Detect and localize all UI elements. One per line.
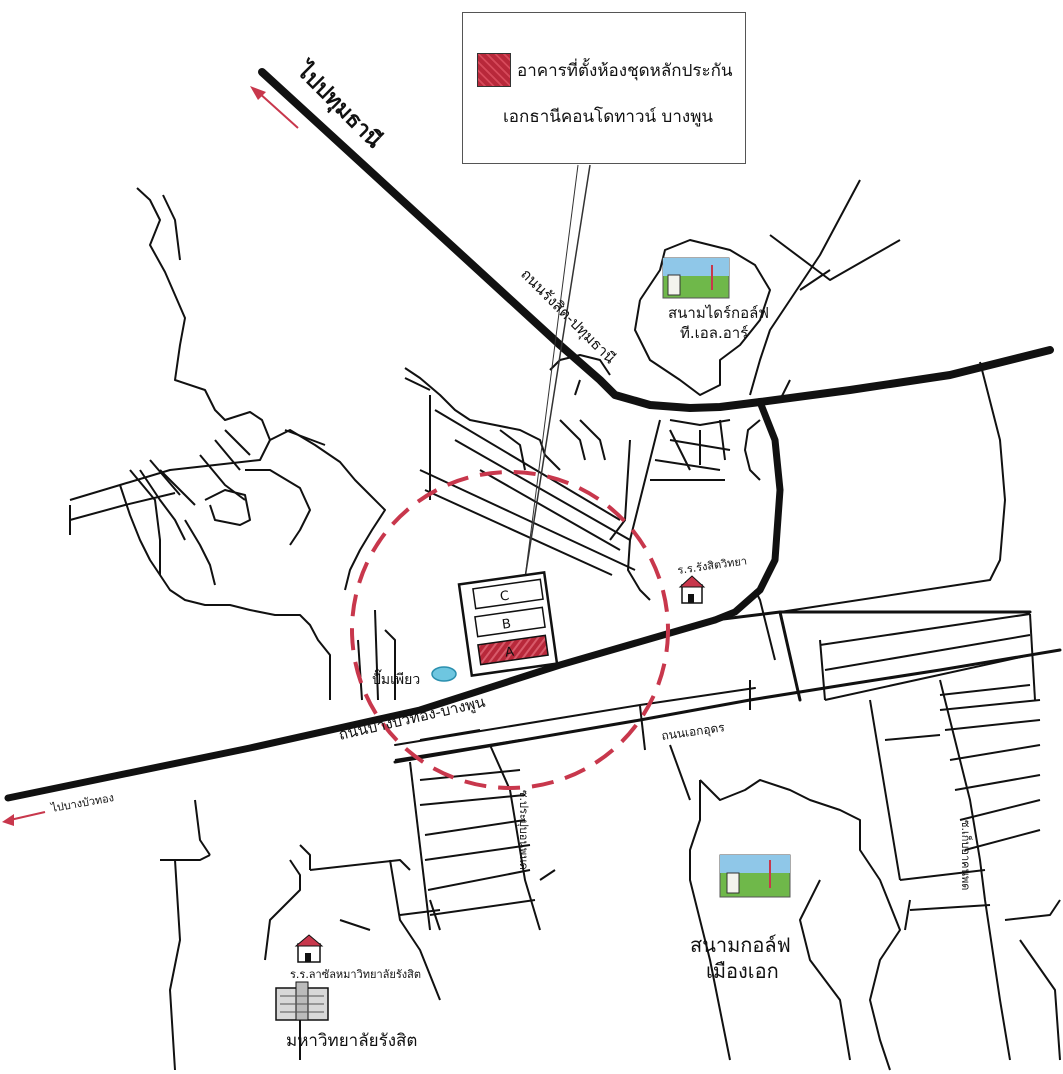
label-rangsit-university: มหาวิทยาลัยรังสิต bbox=[286, 1031, 417, 1051]
building-b-label: B bbox=[501, 617, 512, 633]
legend-swatch bbox=[477, 53, 511, 87]
label-side-road-right: ซ.เก็บอาคนพด bbox=[959, 820, 973, 890]
school-icon bbox=[678, 575, 706, 604]
minor-streets bbox=[69, 179, 1061, 1071]
label-bang-bua-thong-bang-phun-road: ถนนบางบัวทอง-บางพูน bbox=[337, 693, 487, 744]
label-tlr-golf-2: ที.เอล.อาร์ bbox=[680, 324, 748, 342]
road-side-main bbox=[778, 610, 802, 702]
legend-subtitle: เอกธานีคอนโดทาวน์ บางพูน bbox=[503, 107, 714, 127]
building-c-label: C bbox=[499, 589, 510, 605]
label-golf-muang-ake-2: เมืองเอก bbox=[706, 959, 779, 983]
arrow-to-pathum-thani bbox=[250, 86, 299, 129]
legend-pointer-line-2 bbox=[524, 164, 579, 579]
road-rangsit-pathum bbox=[258, 68, 764, 412]
label-gas-station: ปั๊มเพียว bbox=[372, 669, 420, 688]
label-rangsit-wittaya-school: ร.ร.รังสิตวิทยา bbox=[677, 554, 748, 577]
building-a bbox=[477, 634, 549, 666]
building-a-label: A bbox=[504, 645, 515, 661]
radius-circle bbox=[350, 470, 670, 790]
road-east bbox=[756, 346, 1054, 406]
building-c bbox=[472, 578, 544, 610]
road-ekudom-edge-1 bbox=[393, 648, 1062, 764]
direction-bang-bua-thong: ไปบางบัวทอง bbox=[49, 791, 115, 815]
condo-buildings: C B A bbox=[457, 571, 559, 677]
legend: อาคารที่ตั้งห้องชุดหลักประกัน เอกธานีคอน… bbox=[462, 12, 746, 164]
label-lasalle-school: ร.ร.ลาซัลหมาวิทยาลัยรังสิต bbox=[290, 968, 421, 981]
golf-driving-range-icon bbox=[662, 257, 730, 299]
road-ekudom-edge-2 bbox=[394, 687, 756, 746]
label-side-road-left: ซ.ประปุบอนพนด bbox=[517, 790, 530, 870]
label-tlr-golf-1: สนามไดร์กอล์ฟ bbox=[668, 304, 769, 322]
legend-pointer-line bbox=[524, 164, 591, 579]
building-b bbox=[474, 606, 546, 638]
school-icon-lasalle bbox=[294, 934, 324, 963]
label-ekudom-road: ถนนเอกอุดร bbox=[660, 720, 726, 744]
main-roads bbox=[4, 68, 1062, 802]
golf-course-icon bbox=[719, 854, 791, 898]
label-golf-muang-ake-1: สนามกอล์ฟ bbox=[690, 933, 791, 957]
gas-station-icon bbox=[431, 666, 457, 682]
arrow-to-bang-bua-thong bbox=[2, 811, 46, 826]
road-bang-bua-thong-bang-phun bbox=[4, 616, 719, 802]
legend-title: อาคารที่ตั้งห้องชุดหลักประกัน bbox=[517, 61, 733, 81]
road-curve bbox=[711, 398, 784, 624]
university-building-icon bbox=[275, 981, 329, 1021]
